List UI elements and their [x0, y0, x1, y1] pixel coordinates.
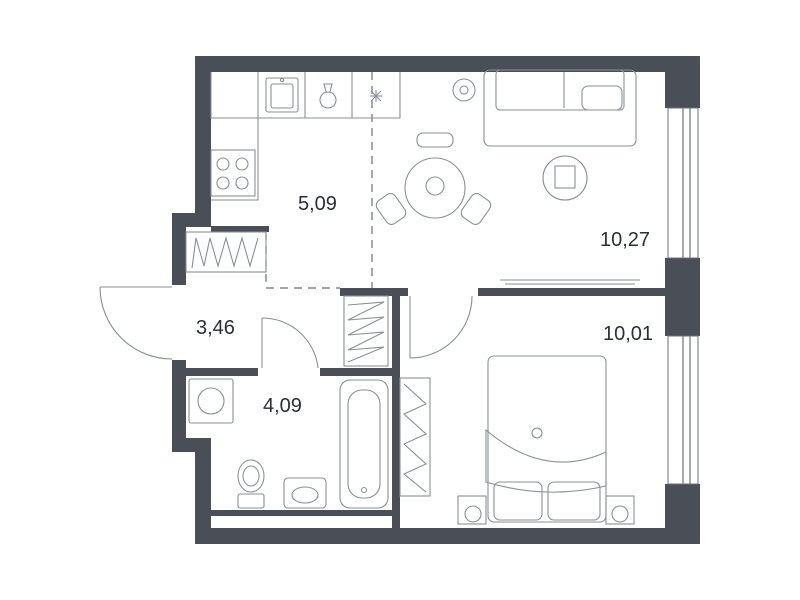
rug-icon	[542, 155, 588, 201]
bedroom-wardrobe	[399, 377, 431, 497]
nightstand-right	[605, 495, 635, 525]
windows	[667, 107, 699, 485]
washbasin-icon	[283, 477, 327, 509]
area-kitchen: 5,09	[298, 193, 337, 215]
area-living: 10,27	[600, 229, 650, 251]
area-bedroom: 10,01	[603, 323, 653, 345]
zone-boundaries	[265, 72, 373, 289]
kitchen-fittings	[210, 72, 401, 201]
tv-icon	[500, 279, 640, 285]
area-hall: 3,46	[196, 317, 235, 339]
bath-door	[261, 317, 319, 369]
sofa-icon	[483, 69, 637, 147]
bed-icon	[485, 355, 607, 523]
stove-icon	[210, 149, 256, 197]
dining-table	[375, 132, 492, 225]
washer-icon	[188, 378, 234, 424]
entrance-door	[99, 286, 173, 360]
outer-walls	[172, 56, 700, 544]
nightstand-left	[457, 495, 487, 525]
sink-icon	[265, 77, 299, 113]
dishwasher-icon	[319, 83, 337, 109]
plant-icon	[452, 78, 476, 102]
interior-walls	[186, 226, 668, 528]
wardrobe-corridor	[343, 295, 389, 367]
bathtub-icon	[339, 379, 389, 509]
wardrobe-hall	[185, 231, 267, 273]
area-bath: 4,09	[263, 395, 302, 417]
fridge-icon	[370, 90, 382, 102]
bedroom-door	[409, 295, 473, 359]
toilet-icon	[237, 459, 265, 509]
